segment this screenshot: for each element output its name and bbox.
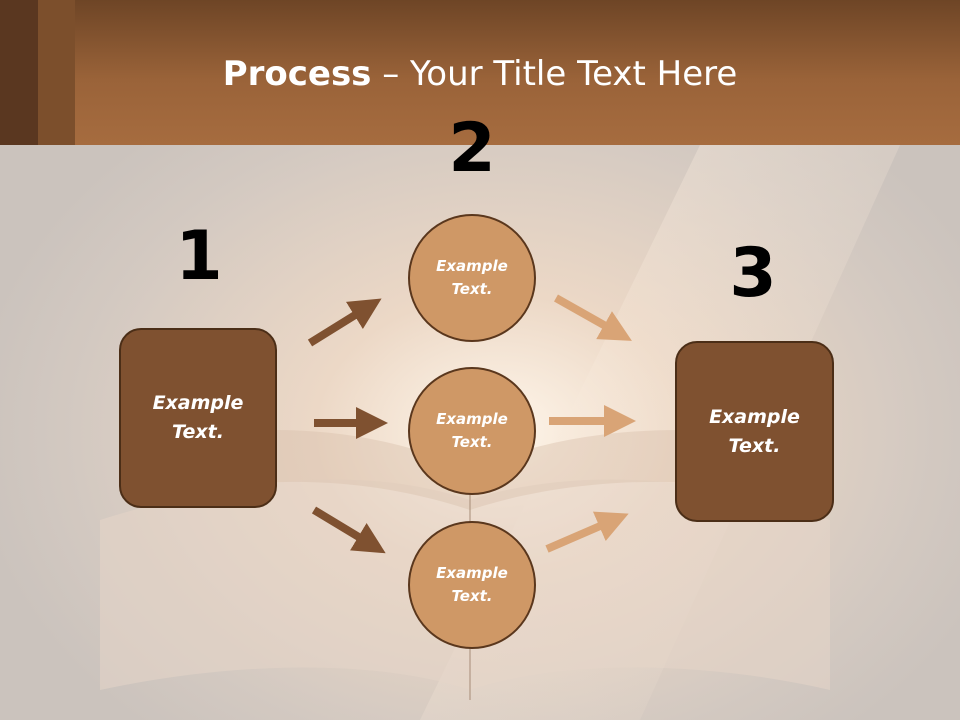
- step-2-circle-top: Example Text.: [408, 214, 536, 342]
- slide-title: Process – Your Title Text Here: [0, 52, 960, 96]
- header-band: [0, 0, 960, 145]
- arrow-to-top: [307, 298, 382, 347]
- step-number-1: 1: [175, 217, 223, 296]
- arrow-from-bottom: [545, 511, 629, 553]
- step-2-circle-bottom: Example Text.: [408, 521, 536, 649]
- title-rest: – Your Title Text Here: [371, 54, 738, 94]
- step-number-2: 2: [448, 109, 496, 188]
- step-3-label: Example Text.: [709, 405, 800, 457]
- step-2-circle-middle: Example Text.: [408, 367, 536, 495]
- step-2-top-label: Example Text.: [436, 257, 508, 298]
- step-1-label: Example Text.: [152, 392, 244, 443]
- arrow-from-top: [554, 294, 632, 341]
- arrow-to-bottom: [311, 506, 386, 554]
- step-1-box: Example Text.: [119, 328, 277, 508]
- header-accent-stripe: [0, 0, 75, 145]
- step-number-3: 3: [729, 234, 777, 313]
- step-3-box: Example Text.: [675, 341, 834, 522]
- step-2-bottom-label: Example Text.: [436, 564, 508, 605]
- step-2-middle-label: Example Text.: [436, 410, 508, 451]
- title-strong: Process: [222, 54, 372, 94]
